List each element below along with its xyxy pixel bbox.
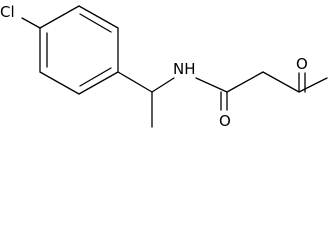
ring-bond bbox=[78, 71, 119, 95]
ring-double-bond bbox=[79, 67, 112, 87]
ring-double-bond bbox=[79, 13, 112, 33]
structural-formula: Cl NH O O bbox=[0, 3, 328, 130]
atom-label-amide-o: O bbox=[219, 112, 231, 130]
bond-ketone-methyl bbox=[298, 77, 328, 93]
bond-ch-n bbox=[151, 77, 175, 93]
ring-bond bbox=[39, 71, 80, 95]
ring-bond bbox=[39, 5, 80, 29]
bond-n-carbonyl bbox=[195, 77, 228, 93]
bond-carbonyl-ch2 bbox=[226, 71, 264, 93]
atom-label-cl: Cl bbox=[0, 3, 15, 21]
atom-label-ketone-o: O bbox=[296, 55, 308, 73]
bond-c-cl bbox=[21, 17, 41, 29]
atom-label-nh: NH bbox=[173, 60, 196, 78]
bond-ch2-ketone bbox=[262, 71, 300, 93]
ring-bond bbox=[78, 5, 119, 29]
bond-ring-ch bbox=[117, 71, 153, 93]
benzene-ring bbox=[39, 5, 119, 95]
